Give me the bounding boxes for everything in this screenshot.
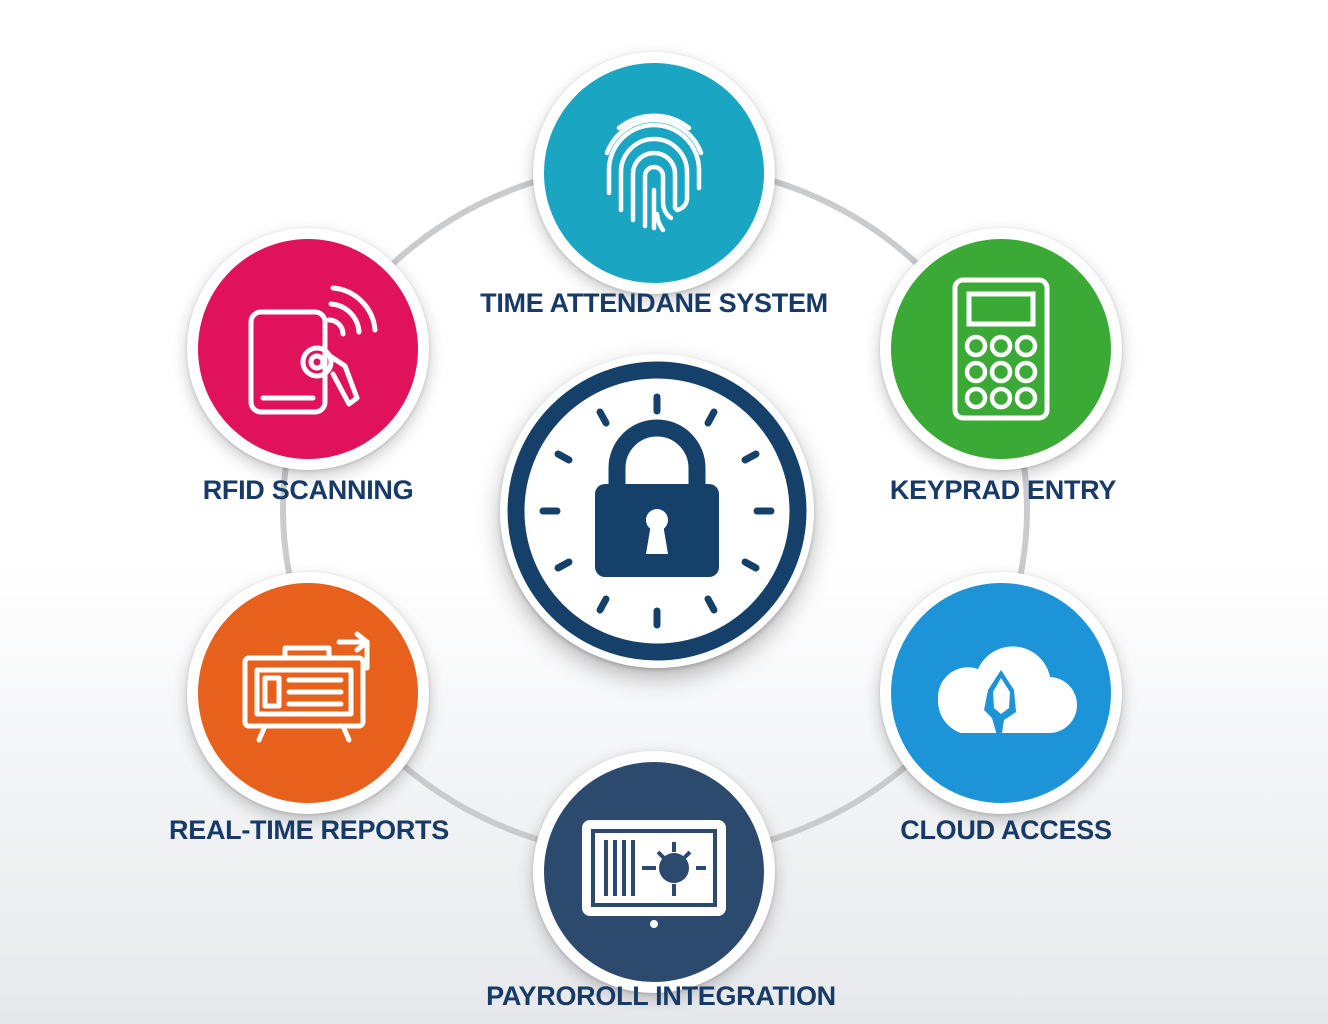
node-keypad-entry: [880, 228, 1122, 470]
fingerprint-icon: [604, 113, 704, 233]
label-real-time-reports: REAL-TIME REPORTS: [169, 815, 449, 845]
label-cloud-access: CLOUD ACCESS: [900, 815, 1112, 845]
node-rfid-scanning: [187, 228, 429, 470]
label-rfid-scanning: RFID SCANNING: [202, 475, 414, 505]
rfid-card-icon: [248, 285, 378, 415]
keypad-icon: [952, 277, 1050, 421]
label-keypad-entry: KEYPRAD ENTRY: [889, 475, 1117, 505]
padlock-clock-icon: [507, 361, 807, 661]
cloud-icon: [937, 646, 1078, 746]
node-cloud-access: [880, 572, 1122, 814]
node-payroll-integration: [533, 751, 775, 993]
center-lock-clock: [500, 354, 814, 668]
label-payroll-integration: PAYROROLL INTEGRATION: [486, 981, 836, 1011]
node-time-attendance: [533, 52, 775, 294]
report-board-icon: [242, 631, 370, 743]
monitor-icon: [582, 820, 726, 928]
node-real-time-reports: [187, 572, 429, 814]
label-time-attendance: TIME ATTENDANE SYSTEM: [480, 288, 828, 318]
